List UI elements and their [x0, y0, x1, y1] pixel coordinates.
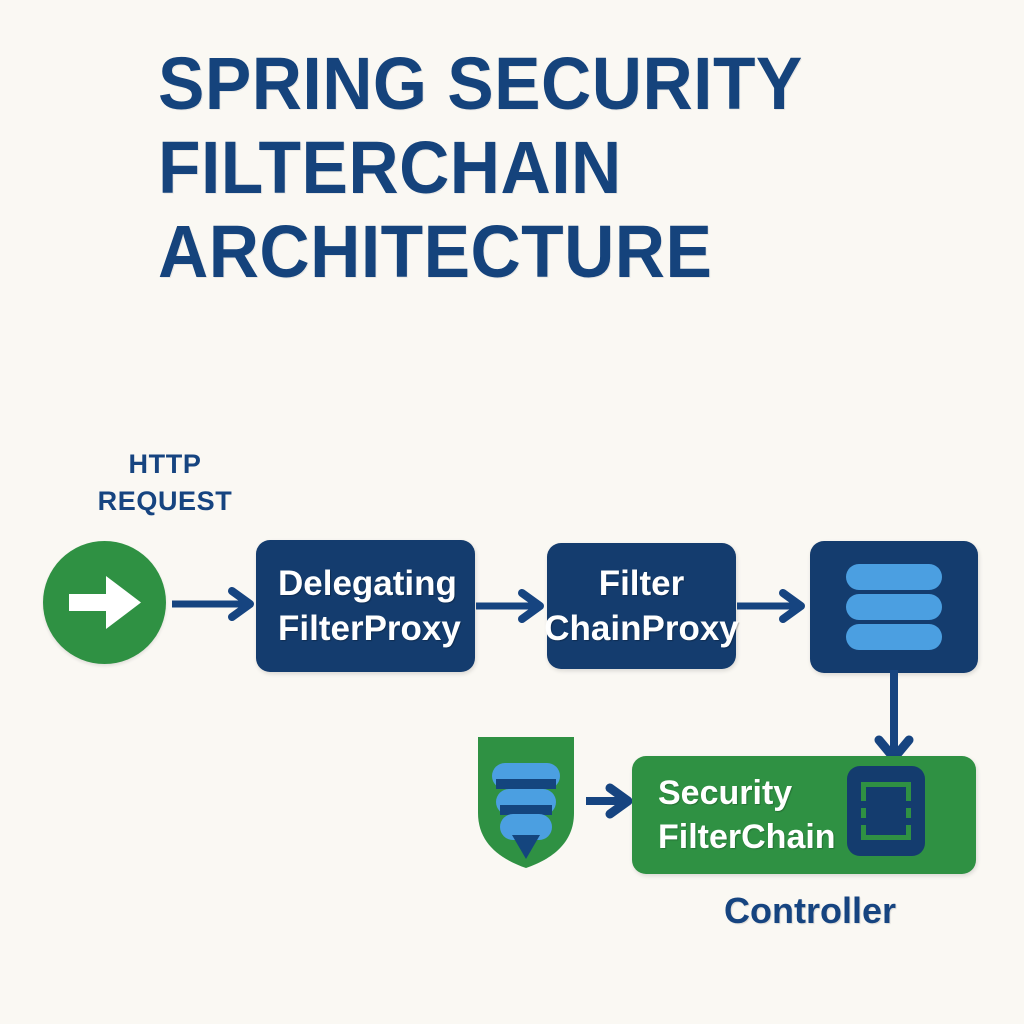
- document-line: [861, 801, 911, 808]
- controller-label: Controller: [723, 890, 896, 931]
- security-shield: [474, 735, 578, 870]
- node-delegating-filter-proxy[interactable]: Delegating FilterProxy: [256, 540, 475, 672]
- document-line: [861, 818, 911, 825]
- page-title: SPRING SECURITY FILTERCHAIN ARCHITECTURE: [158, 42, 803, 293]
- document-list-icon: [847, 766, 925, 856]
- arrow-shield-to-securityfilterchain: [586, 783, 633, 819]
- stack-bar: [846, 624, 942, 650]
- document-outline: [861, 782, 911, 840]
- stack-bar: [846, 564, 942, 590]
- http-request-node[interactable]: [43, 541, 166, 664]
- node-label: Security FilterChain: [658, 774, 836, 856]
- stack-icon: [846, 564, 942, 650]
- node-label: Filter ChainProxy: [544, 564, 739, 648]
- arrow-delegating-to-filterchainproxy: [476, 589, 544, 623]
- arrow-filterchainproxy-to-filterstack: [737, 589, 805, 623]
- arrow-request-to-delegating: [172, 587, 254, 621]
- right-arrow-icon: [69, 576, 141, 629]
- node-filter-stack[interactable]: [810, 541, 978, 673]
- stack-bar: [846, 594, 942, 620]
- http-request-label: HTTP REQUEST: [97, 449, 233, 516]
- node-label: Delegating FilterProxy: [278, 564, 461, 648]
- arrow-filterstack-to-securityfilterchain: [874, 670, 914, 763]
- node-filter-chain-proxy[interactable]: Filter ChainProxy: [544, 543, 739, 669]
